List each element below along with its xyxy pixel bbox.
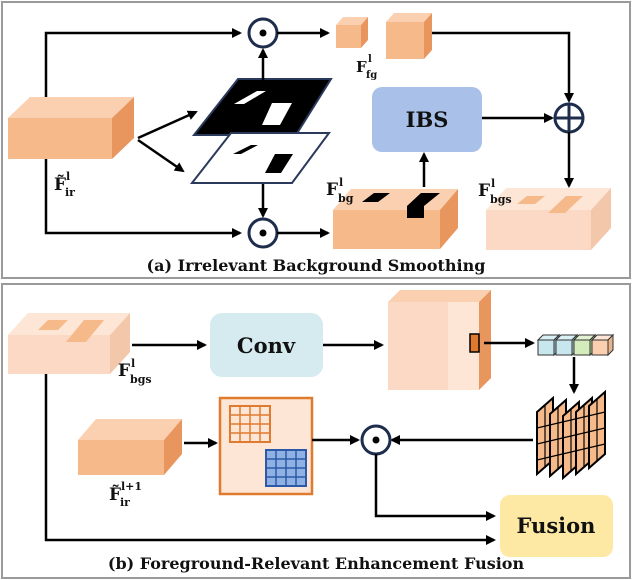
svg-text:F: F	[356, 58, 367, 76]
panel-b-caption: (b) Foreground-Relevant Enhancement Fusi…	[108, 554, 525, 573]
bgs-feature-box-b	[8, 313, 130, 374]
svg-text:F: F	[326, 180, 338, 200]
svg-text:F̃: F̃	[109, 485, 121, 505]
panel-a-frame	[1, 1, 631, 279]
svg-text:bgs: bgs	[490, 193, 512, 206]
fusion-block	[500, 495, 613, 557]
bgs-feature-box-a	[486, 188, 611, 250]
vector-cubes	[536, 333, 615, 357]
arrow-fg-to-sum	[432, 31, 574, 103]
arrow-mult-to-fusion	[374, 454, 496, 521]
fusion-label: Fusion	[517, 513, 596, 538]
svg-text:ir: ir	[120, 496, 130, 509]
conv-label: Conv	[237, 333, 296, 358]
fg-feature-cube-left	[336, 17, 368, 48]
svg-text:bgs: bgs	[130, 373, 152, 386]
ibs-label: IBS	[406, 107, 449, 132]
arrow-bgs-to-fusion	[44, 374, 496, 545]
next-feature-label: F̃ ir l+1	[109, 480, 142, 509]
svg-text:bg: bg	[338, 192, 354, 205]
feature-map-stack	[388, 290, 491, 390]
svg-text:l: l	[131, 357, 135, 370]
svg-text:F: F	[118, 361, 130, 381]
bg-feature-label: F bg l	[326, 176, 354, 205]
svg-text:l: l	[368, 54, 372, 65]
foreground-mask-plane	[191, 78, 333, 136]
arrow-input-to-mask-bottom	[137, 138, 185, 173]
sum-node	[553, 102, 585, 134]
ibs-block	[372, 87, 482, 152]
top-multiply-node	[247, 17, 279, 49]
arrow-input-to-mask-top	[137, 110, 198, 140]
svg-text:l: l	[339, 176, 343, 189]
multiply-node-b	[360, 424, 392, 456]
bgs-feature-label-b: F bgs l	[118, 357, 152, 386]
svg-text:l+1: l+1	[121, 480, 142, 493]
attention-grid-stack	[536, 389, 606, 481]
input-feature-box	[8, 97, 134, 159]
svg-text:ir: ir	[65, 186, 75, 199]
arrow-input-to-bottom-mult	[44, 159, 242, 238]
bg-feature-box	[333, 189, 458, 249]
bottom-multiply-node	[247, 217, 279, 249]
fg-feature-label: F fg l	[356, 54, 377, 81]
panel-b-frame	[1, 283, 631, 579]
bgs-feature-label-a: F bgs l	[478, 177, 512, 206]
next-feature-box	[78, 419, 182, 475]
panel-a-caption: (a) Irrelevant Background Smoothing	[147, 256, 486, 275]
conv-block	[210, 313, 323, 377]
svg-text:l: l	[66, 170, 70, 183]
svg-text:F̃: F̃	[54, 175, 66, 195]
local-grid-block	[218, 396, 314, 496]
fg-feature-cube-right	[386, 13, 432, 59]
svg-text:fg: fg	[366, 70, 377, 81]
arrow-input-to-top-mult	[44, 28, 242, 97]
input-feature-label: F̃ ir l	[54, 170, 75, 199]
svg-text:l: l	[491, 177, 495, 190]
svg-text:F: F	[478, 181, 490, 201]
background-mask-plane	[189, 132, 331, 184]
